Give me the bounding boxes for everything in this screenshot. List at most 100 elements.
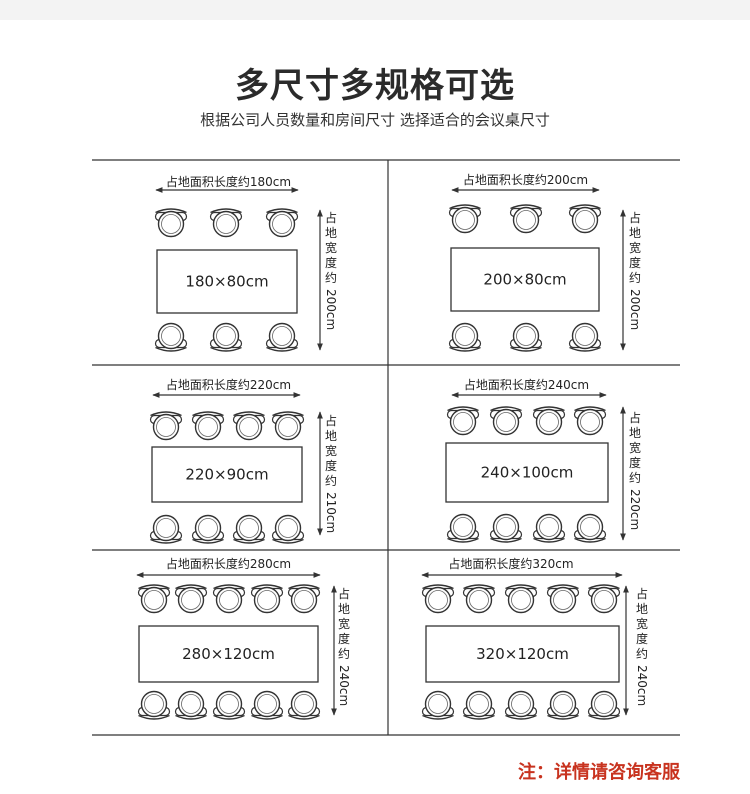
svg-text:宽: 宽 — [325, 240, 337, 255]
svg-text:占: 占 — [629, 210, 641, 225]
chair-icon — [250, 584, 284, 614]
chair-icon — [462, 584, 496, 614]
svg-text:宽: 宽 — [325, 443, 337, 458]
table-top — [445, 442, 609, 503]
svg-text:地: 地 — [338, 602, 350, 616]
chair-icon — [573, 406, 607, 436]
contact-note: 注：详情请咨询客服 — [518, 762, 680, 783]
chair-icon — [568, 322, 602, 352]
length-label: 占地面积长度约200cm — [463, 172, 588, 187]
chair-icon — [532, 406, 566, 436]
svg-text:约: 约 — [629, 470, 641, 485]
chair-icon — [191, 411, 225, 441]
svg-text:约: 约 — [325, 473, 337, 488]
chair-icon — [587, 584, 621, 614]
table-size-label: 240×100cm — [481, 464, 574, 482]
svg-text:约: 约 — [338, 646, 350, 661]
length-label: 占地面积长度约220cm — [166, 377, 291, 392]
page-title: 多尺寸多规格可选 — [235, 66, 515, 106]
svg-text:占: 占 — [325, 210, 337, 225]
svg-text:地: 地 — [325, 429, 337, 443]
chair-icon — [191, 514, 225, 544]
table-top — [151, 446, 303, 503]
chair-icon — [287, 690, 321, 720]
chair-icon — [504, 690, 538, 720]
chair-icon — [421, 584, 455, 614]
chair-icon — [271, 411, 305, 441]
chair-icon — [509, 204, 543, 234]
chair-icon — [232, 411, 266, 441]
chair-icon — [448, 204, 482, 234]
svg-text:地: 地 — [629, 426, 641, 440]
svg-text:200cm: 200cm — [628, 289, 642, 330]
svg-text:占: 占 — [325, 413, 337, 428]
svg-text:度: 度 — [636, 631, 648, 646]
svg-text:度: 度 — [338, 631, 350, 646]
chair-icon — [573, 513, 607, 543]
chair-icon — [446, 406, 480, 436]
svg-text:度: 度 — [629, 255, 641, 270]
page-subtitle: 根据公司人员数量和房间尺寸 选择适合的会议桌尺寸 — [200, 111, 550, 129]
svg-text:宽: 宽 — [629, 440, 641, 455]
svg-text:240cm: 240cm — [337, 665, 351, 706]
chair-icon — [212, 584, 246, 614]
length-label: 占地面积长度约320cm — [448, 556, 573, 571]
chair-icon — [546, 584, 580, 614]
svg-text:度: 度 — [629, 455, 641, 470]
chair-icon — [212, 690, 246, 720]
chair-icon — [174, 690, 208, 720]
table-top — [138, 625, 319, 683]
svg-text:约: 约 — [325, 270, 337, 285]
table-size-label: 180×80cm — [185, 273, 268, 291]
chair-icon — [149, 514, 183, 544]
chair-icon — [250, 690, 284, 720]
chair-icon — [421, 690, 455, 720]
table-top — [156, 249, 298, 314]
chair-icon — [462, 690, 496, 720]
svg-text:宽: 宽 — [629, 240, 641, 255]
svg-text:宽: 宽 — [338, 616, 350, 631]
chair-icon — [154, 208, 188, 238]
svg-text:220cm: 220cm — [628, 489, 642, 530]
svg-text:约: 约 — [636, 646, 648, 661]
svg-text:度: 度 — [325, 458, 337, 473]
chair-icon — [149, 411, 183, 441]
svg-text:占: 占 — [338, 586, 350, 601]
svg-text:240cm: 240cm — [635, 665, 649, 706]
chair-icon — [489, 406, 523, 436]
length-label: 占地面积长度约240cm — [464, 377, 589, 392]
table-size-label: 280×120cm — [182, 645, 275, 663]
chair-icon — [137, 584, 171, 614]
chair-icon — [504, 584, 538, 614]
chair-icon — [448, 322, 482, 352]
table-top — [450, 247, 600, 312]
svg-text:约: 约 — [629, 270, 641, 285]
svg-text:宽: 宽 — [636, 616, 648, 631]
chair-icon — [174, 584, 208, 614]
svg-text:度: 度 — [325, 255, 337, 270]
table-top — [425, 625, 620, 683]
chair-icon — [489, 513, 523, 543]
chair-icon — [446, 513, 480, 543]
chair-icon — [287, 584, 321, 614]
table-size-label: 320×120cm — [476, 645, 569, 663]
svg-text:占: 占 — [629, 410, 641, 425]
table-size-label: 200×80cm — [483, 271, 566, 289]
chair-icon — [232, 514, 266, 544]
svg-text:200cm: 200cm — [324, 289, 338, 330]
chair-icon — [137, 690, 171, 720]
svg-text:地: 地 — [325, 226, 337, 240]
chair-icon — [265, 322, 299, 352]
chair-icon — [154, 322, 188, 352]
